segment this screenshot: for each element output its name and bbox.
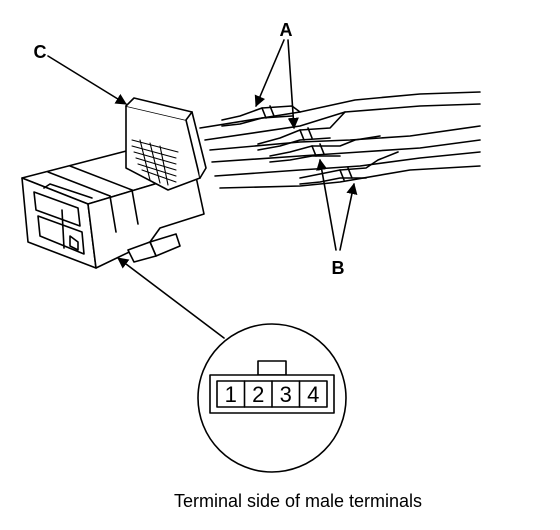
leader-c xyxy=(47,55,127,105)
pin-1: 1 xyxy=(225,382,237,407)
connector-front-cavities xyxy=(33,183,93,255)
terminal-a2 xyxy=(257,111,346,151)
terminal-b2 xyxy=(299,151,399,185)
connector-bottom-latch xyxy=(127,233,181,263)
pin-4: 4 xyxy=(307,382,319,407)
leader-a xyxy=(254,39,299,130)
label-c: C xyxy=(34,42,47,62)
leader-connector-face xyxy=(117,257,225,339)
label-b: B xyxy=(332,258,345,278)
terminal-b1 xyxy=(269,135,381,163)
connector-top-ribs xyxy=(47,165,139,233)
connector-face xyxy=(209,360,335,414)
label-a: A xyxy=(280,20,293,40)
pin-2: 2 xyxy=(252,382,264,407)
pin-3: 3 xyxy=(280,382,292,407)
terminal-a1 xyxy=(221,105,301,127)
wire-harness xyxy=(199,91,481,189)
leader-b xyxy=(316,158,358,251)
caption: Terminal side of male terminals xyxy=(174,491,422,511)
terminal-lock-ribs xyxy=(131,139,179,186)
